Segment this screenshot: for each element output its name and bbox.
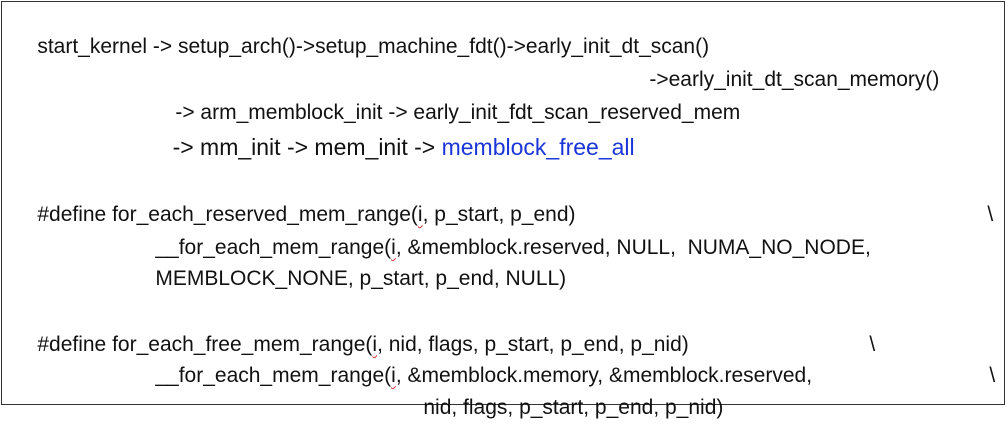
define-free-body1-backslash: \ [989, 364, 996, 387]
memblock-free-all-highlight: memblock_free_all [441, 134, 635, 160]
define-reserved-body1-a: __for_each_mem_range( [155, 236, 392, 259]
call-chain-line-3: -> arm_memblock_init -> early_init_fdt_s… [152, 77, 740, 149]
call-chain-text-1: start_kernel -> setup_arch()->setup_mach… [37, 35, 710, 58]
define-reserved-body-1: __for_each_mem_range(i, &memblock.reserv… [132, 212, 871, 284]
code-slide: start_kernel -> setup_arch()->setup_mach… [1, 1, 1005, 419]
define-free-head-b: , nid, flags, p_start, p_end, p_nid) [377, 333, 689, 356]
call-chain-line-1: start_kernel -> setup_arch()->setup_mach… [14, 11, 709, 83]
define-reserved-backslash: \ [987, 203, 994, 226]
define-free-continuation: \ [846, 309, 875, 381]
define-reserved-continuation: \ [964, 179, 993, 251]
define-free-head-i: i [372, 333, 378, 356]
call-chain-line-2: ->early_init_dt_scan_memory() [626, 44, 939, 116]
define-free-head-a: #define for_each_free_mem_range( [37, 333, 373, 356]
define-free-body-2: nid, flags, p_start, p_end, p_nid) [400, 372, 723, 444]
define-reserved-head-a: #define for_each_reserved_mem_range( [37, 203, 418, 226]
call-chain-line-4: -> mm_init -> mem_init -> memblock_free_… [147, 111, 635, 183]
define-reserved-head-b: , p_start, p_end) [422, 203, 576, 226]
define-reserved-body1-i: i [391, 236, 396, 259]
call-chain-text-3: -> arm_memblock_init -> early_init_fdt_s… [175, 101, 741, 124]
define-free-body1-b: , &memblock.memory, &memblock.reserved, [395, 364, 813, 387]
define-free-body1-a: __for_each_mem_range( [155, 364, 392, 387]
define-free-body1-i: i [391, 364, 396, 387]
define-reserved-head-i: i [417, 203, 423, 226]
define-reserved-body1-b: , &memblock.reserved, NULL, NUMA_NO_NODE… [395, 236, 871, 259]
call-chain-text-2: ->early_init_dt_scan_memory() [649, 68, 940, 91]
define-free-body1-continuation: \ [966, 340, 995, 412]
define-free-header: #define for_each_free_mem_range(i, nid, … [14, 309, 689, 381]
call-chain-text-4: -> mm_init -> mem_init -> [172, 134, 442, 160]
define-free-body-1: __for_each_mem_range(i, &memblock.memory… [132, 340, 812, 412]
define-reserved-body2: MEMBLOCK_NONE, p_start, p_end, NULL) [155, 267, 567, 290]
define-reserved-body-2: MEMBLOCK_NONE, p_start, p_end, NULL) [132, 243, 566, 315]
define-reserved-header: #define for_each_reserved_mem_range(i, p… [14, 179, 576, 251]
define-free-backslash: \ [869, 333, 876, 356]
